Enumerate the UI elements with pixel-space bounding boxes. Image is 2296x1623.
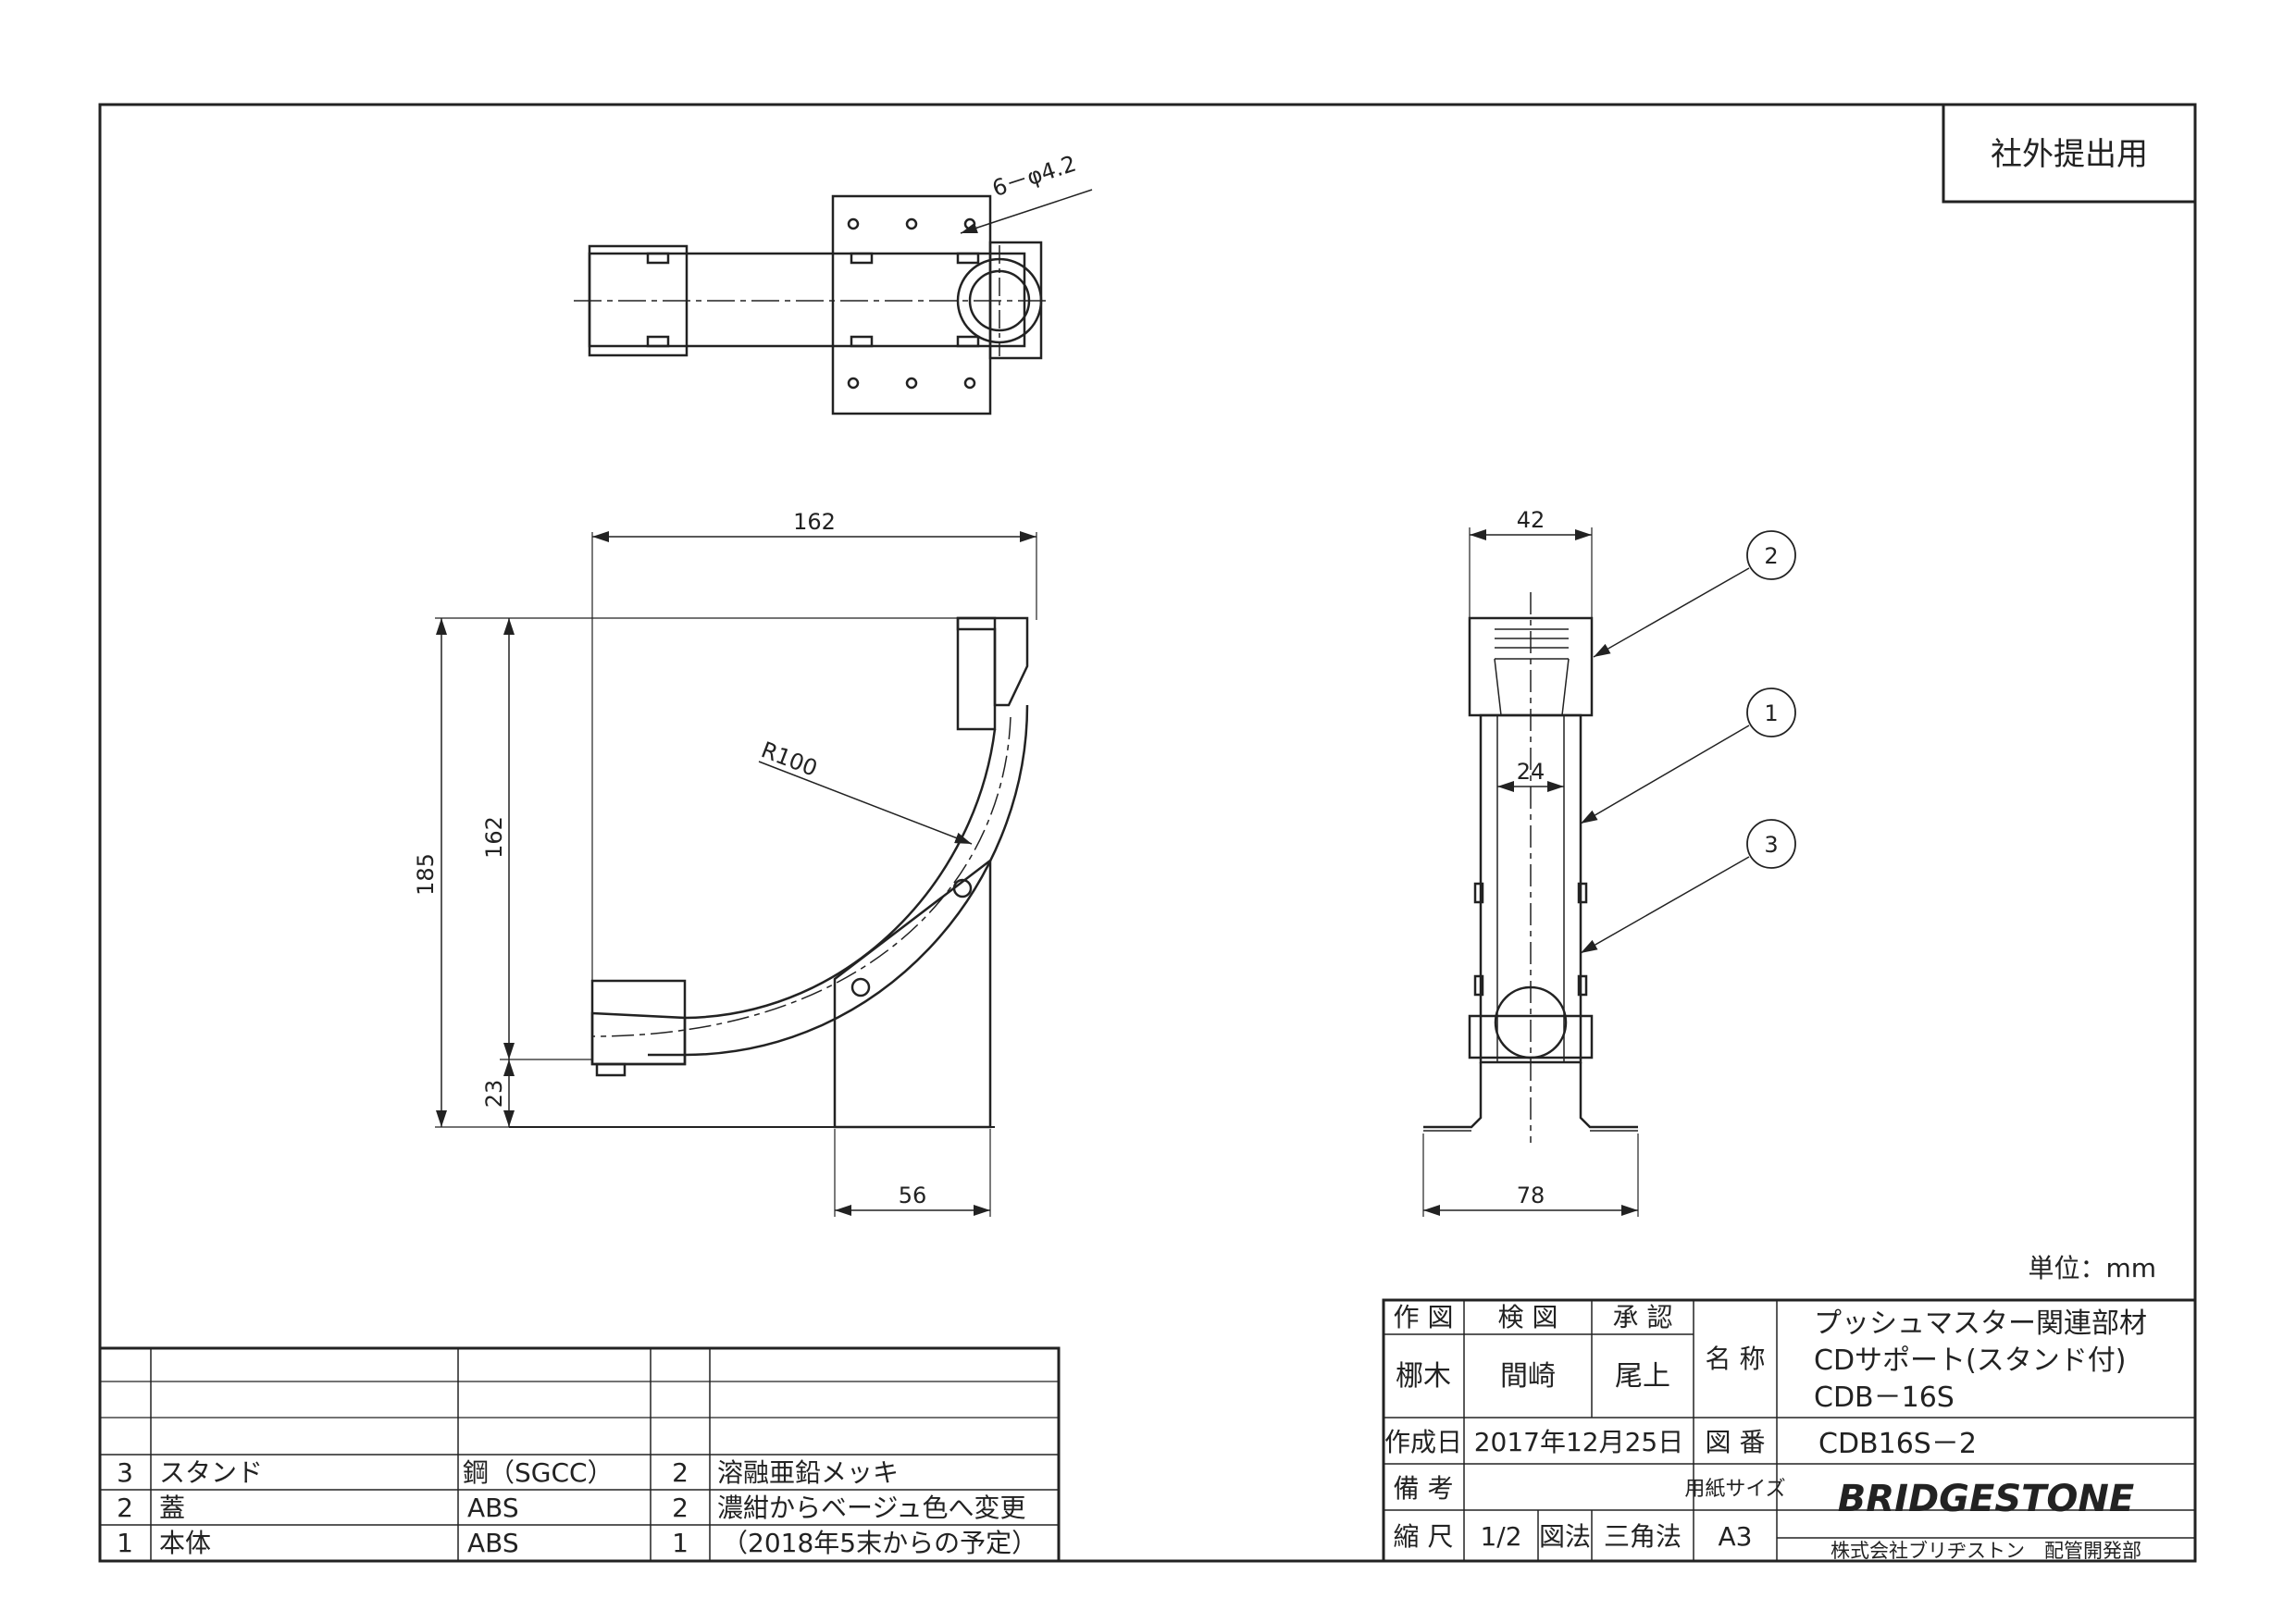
stamp-text: 社外提出用: [1991, 136, 2148, 173]
remarks-header: 備 考: [1394, 1473, 1454, 1504]
projection-method: 三角法: [1604, 1521, 1682, 1552]
company-name: 株式会社ブリヂストン 配管開発部: [1831, 1540, 2141, 1562]
number-header: 図 番: [1706, 1427, 1766, 1457]
dim-height-total: 185: [413, 853, 439, 896]
side-dim-top: 42: [1517, 507, 1545, 533]
dim-base-offset: 23: [481, 1080, 507, 1109]
hole-note: 6－φ4.2: [989, 151, 1079, 202]
approved-header: 承 認: [1613, 1302, 1673, 1332]
parts-list: [98, 1346, 1061, 1563]
row2-qty: 2: [672, 1493, 689, 1523]
row3-no: 3: [117, 1457, 133, 1488]
paper-header: 用紙サイズ: [1684, 1478, 1785, 1501]
row3-name: スタンド: [159, 1457, 263, 1488]
row3-qty: 2: [672, 1457, 689, 1488]
side-dim-base: 78: [1517, 1183, 1545, 1208]
approved-by: 尾上: [1615, 1360, 1670, 1393]
row1-qty: 1: [672, 1528, 689, 1558]
row2-no: 2: [117, 1493, 133, 1523]
row1-material: ABS: [467, 1528, 519, 1558]
unit-label: 単位：mm: [2028, 1253, 2156, 1283]
balloon-3: 3: [1764, 832, 1778, 858]
parts-row-3: 3 スタンド 鋼（SGCC） 2 溶融亜鉛メッキ: [117, 1457, 899, 1488]
title-block-grid: [1382, 1298, 2197, 1563]
row2-note: 濃紺からベージュ色へ変更: [717, 1493, 1025, 1523]
row3-material: 鋼（SGCC）: [463, 1457, 614, 1488]
row2-name: 蓋: [159, 1493, 185, 1523]
checked-header: 検 図: [1498, 1302, 1558, 1332]
method-header: 図法: [1539, 1521, 1591, 1552]
side-dim-inner: 24: [1517, 759, 1545, 785]
dim-base-width: 56: [899, 1183, 927, 1208]
drawn-by: 梛木: [1396, 1360, 1451, 1393]
parts-row-1: 1 本体 ABS 1 （2018年5末からの予定）: [117, 1528, 1037, 1558]
date-header: 作成日: [1384, 1427, 1462, 1457]
balloon-2: 2: [1764, 543, 1778, 569]
scale-value: 1/2: [1480, 1521, 1521, 1552]
scale-header: 縮 尺: [1394, 1521, 1454, 1552]
paper-size: A3: [1719, 1521, 1753, 1552]
dim-radius: R100: [758, 737, 821, 782]
row1-note: （2018年5末からの予定）: [722, 1528, 1037, 1558]
row2-material: ABS: [467, 1493, 519, 1523]
product-name-line2: CDサポート(スタンド付): [1814, 1344, 2126, 1377]
product-name-line3: CDB－16S: [1814, 1381, 1955, 1414]
dim-width-top: 162: [793, 509, 836, 535]
checked-by: 間崎: [1500, 1360, 1556, 1393]
row1-no: 1: [117, 1528, 133, 1558]
external-submission-stamp: 社外提出用: [1942, 103, 2197, 204]
dim-height-inner: 162: [481, 816, 507, 859]
front-view: [435, 531, 1037, 1217]
product-name-line1: プッシュマスター関連部材: [1814, 1307, 2147, 1340]
parts-row-2: 2 蓋 ABS 2 濃紺からベージュ色へ変更: [117, 1493, 1025, 1523]
row1-name: 本体: [159, 1528, 211, 1558]
row3-note: 溶融亜鉛メッキ: [717, 1457, 899, 1488]
side-view: [1422, 527, 1796, 1217]
name-header: 名 称: [1706, 1344, 1766, 1374]
creation-date: 2017年12月25日: [1474, 1427, 1684, 1457]
bridgestone-logo: BRIDGESTONE: [1838, 1478, 2134, 1520]
balloon-1: 1: [1764, 700, 1778, 726]
sheet-border: [98, 103, 2197, 1563]
drawing-number: CDB16S－2: [1818, 1428, 1977, 1460]
drawn-header: 作 図: [1394, 1302, 1454, 1332]
top-view: [574, 189, 1093, 415]
